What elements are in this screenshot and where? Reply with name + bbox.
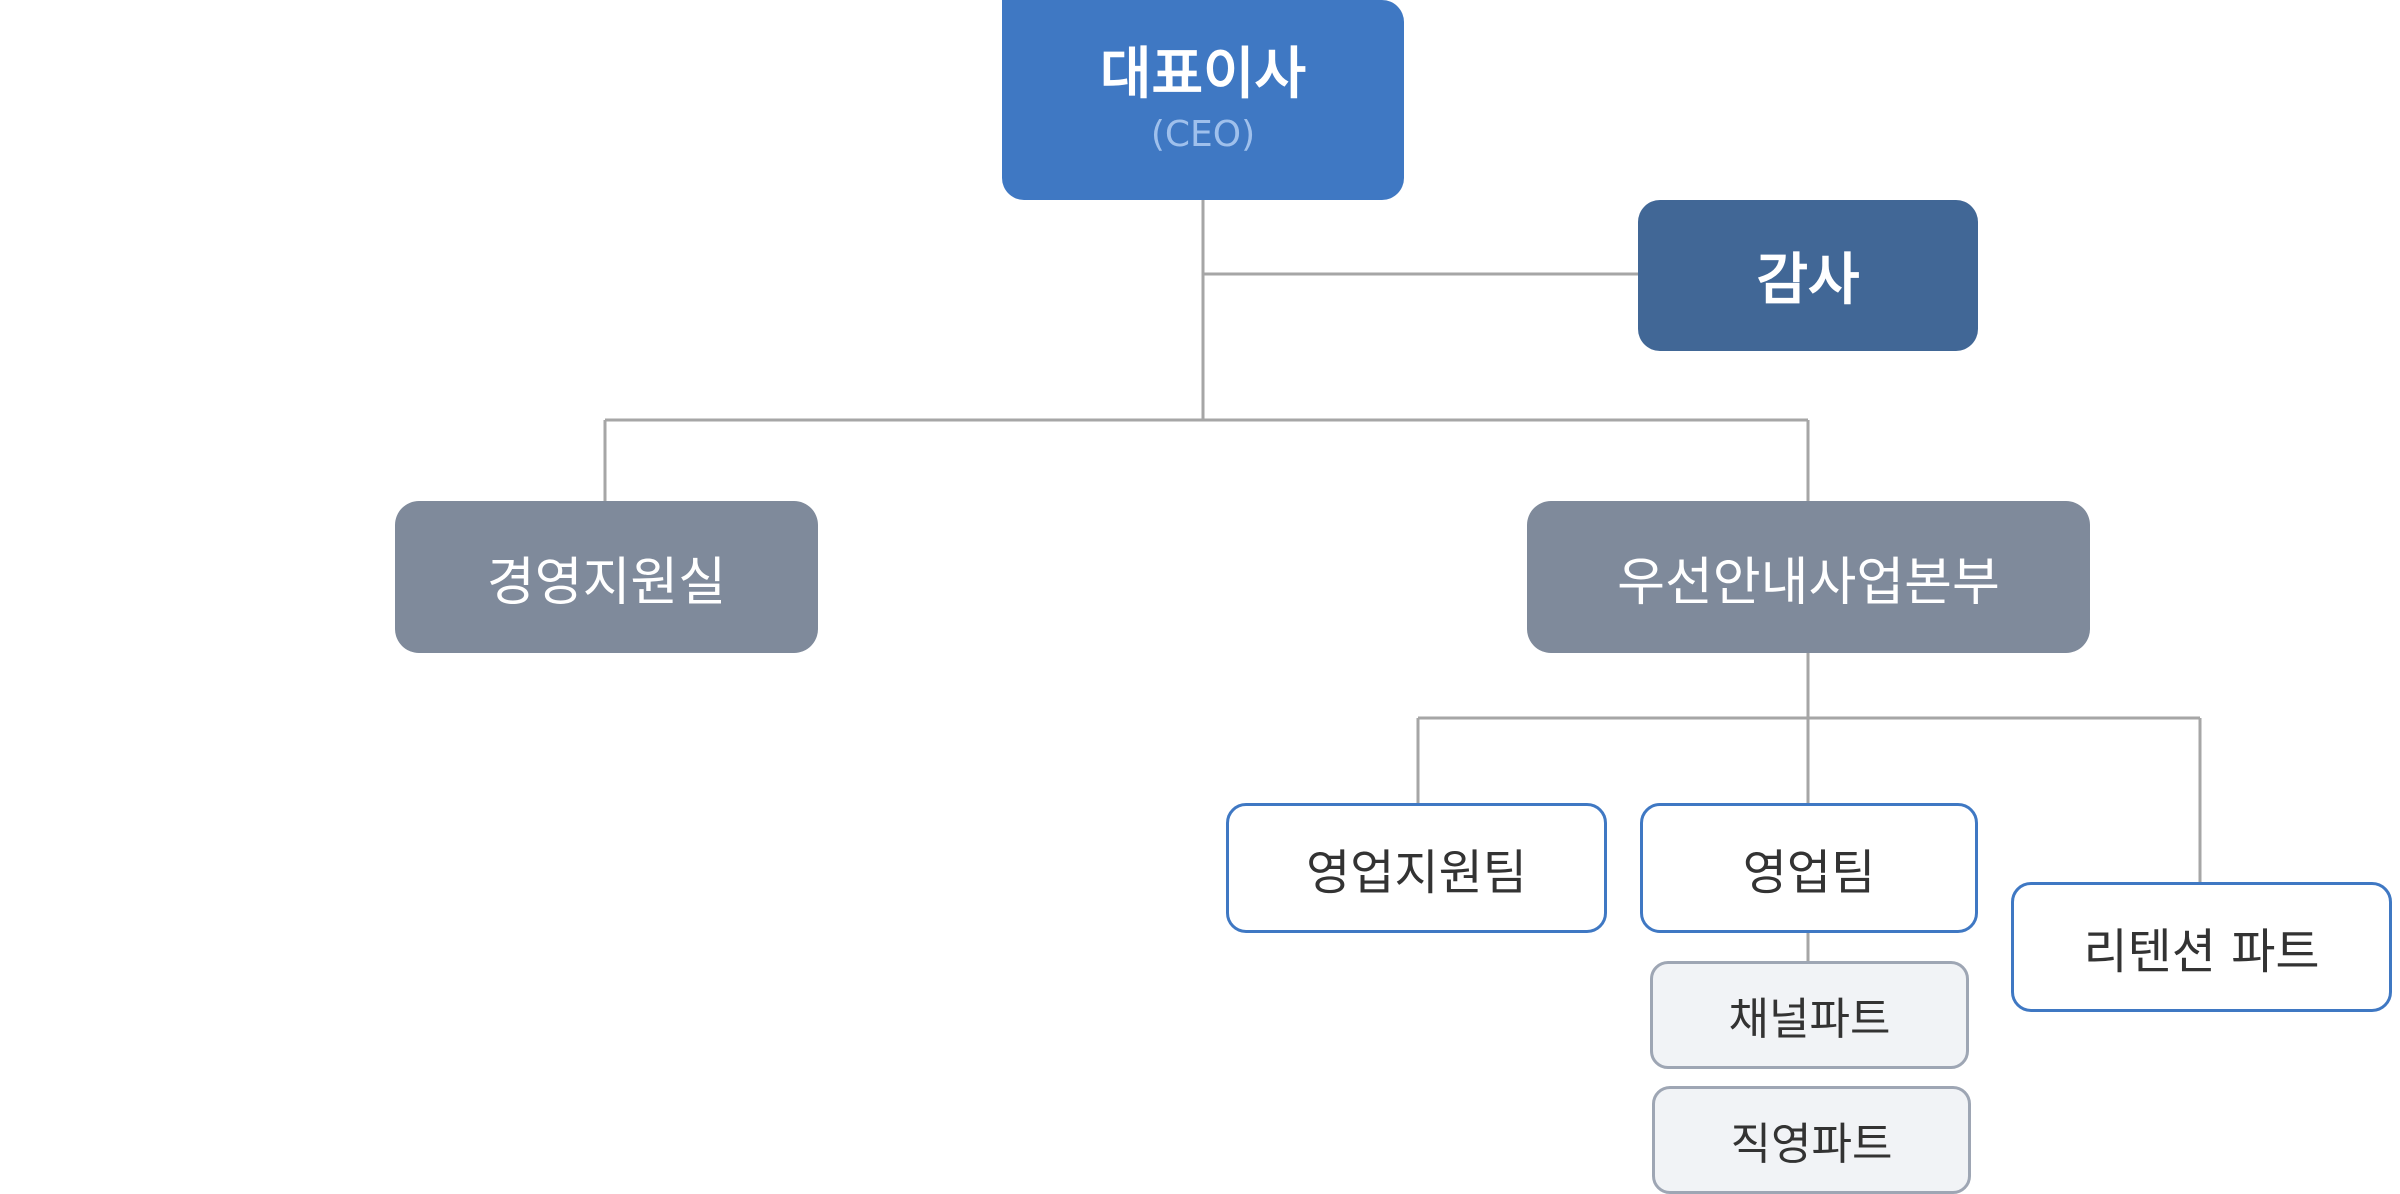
sales-support-team-label: 영업지원팀 (1306, 845, 1527, 901)
retention-part-node: 리텐션 파트 (2011, 882, 2392, 1012)
sales-team-label: 영업팀 (1742, 845, 1876, 901)
ceo-node: 대표이사 (CEO) (1002, 0, 1404, 200)
channel-part-label: 채널파트 (1728, 994, 1891, 1045)
retention-part-label: 리텐션 파트 (2083, 924, 2320, 980)
direct-part-node: 직영파트 (1652, 1086, 1971, 1194)
management-office-node: 경영지원실 (395, 501, 818, 653)
sales-support-team-node: 영업지원팀 (1226, 803, 1607, 933)
audit-label: 감사 (1756, 248, 1860, 313)
management-office-label: 경영지원실 (486, 552, 727, 613)
channel-part-node: 채널파트 (1650, 961, 1969, 1069)
ceo-label: 대표이사 (1099, 41, 1307, 107)
sales-hq-label: 우선안내사업본부 (1617, 552, 2000, 613)
ceo-sublabel: (CEO) (1150, 114, 1256, 156)
sales-hq-node: 우선안내사업본부 (1527, 501, 2090, 653)
sales-team-node: 영업팀 (1640, 803, 1978, 933)
audit-node: 감사 (1638, 200, 1978, 351)
direct-part-label: 직영파트 (1730, 1119, 1893, 1170)
